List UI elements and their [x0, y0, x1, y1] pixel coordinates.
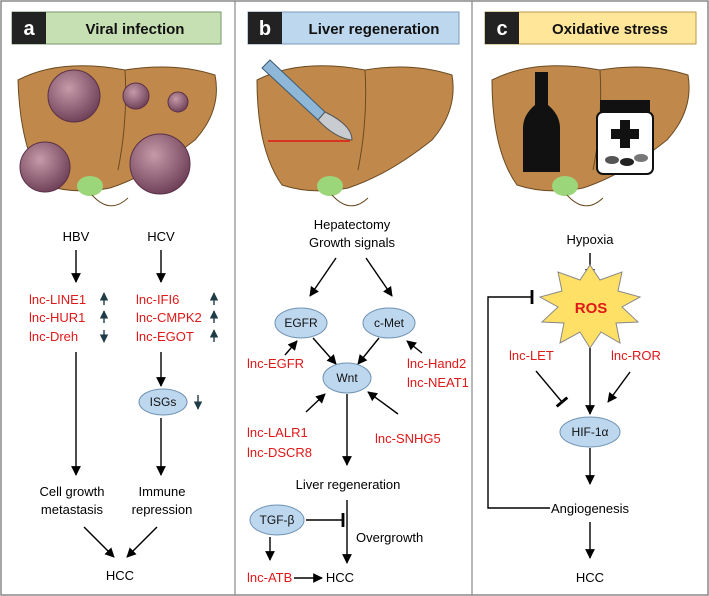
lnc-neat1: lnc-NEAT1 [407, 375, 469, 390]
lnc-line1: lnc-LINE1 [29, 292, 86, 307]
growth-signals-label: Growth signals [309, 235, 395, 250]
tgfb-node [249, 504, 305, 536]
hcc-a: HCC [106, 568, 134, 583]
panel-b-title: Liver regeneration [309, 21, 440, 38]
lnc-ifi6: lnc-IFI6 [136, 292, 179, 307]
hif-node [559, 416, 621, 448]
lnc-atb: lnc-ATB [247, 570, 292, 585]
isgs-node [138, 388, 188, 416]
lnc-cmpk2: lnc-CMPK2 [136, 310, 202, 325]
lnc-hand2: lnc-Hand2 [407, 356, 466, 371]
virus-particles [19, 69, 191, 195]
panel-a: a Viral infection HBV HCV lnc-LINE1 lnc-… [11, 11, 222, 583]
cell-growth-line2: metastasis [41, 502, 104, 517]
hepatectomy-label: Hepatectomy [314, 217, 391, 232]
panel-b-letter-box [248, 12, 282, 44]
egfr-node [274, 307, 328, 339]
cmet-label: c-Met [374, 316, 405, 330]
egfr-label: EGFR [284, 316, 318, 330]
lnc-lalr1: lnc-LALR1 [247, 425, 308, 440]
panel-b-header-bg [247, 11, 460, 45]
panel-c-title: Oxidative stress [552, 21, 668, 38]
immune-line2: repression [132, 502, 193, 517]
hcc-b: HCC [326, 570, 354, 585]
wnt-node [322, 362, 372, 394]
panel-c-header-bg [484, 11, 697, 45]
hif-label: HIF-1α [572, 425, 609, 439]
lnc-ror: lnc-ROR [611, 348, 661, 363]
scalpel-icon [261, 59, 353, 141]
lnc-egfr: lnc-EGFR [247, 356, 304, 371]
panel-c-letter-box [485, 12, 519, 44]
lnc-dscr8: lnc-DSCR8 [247, 445, 312, 460]
liver-regeneration-label: Liver regeneration [296, 477, 401, 492]
liver-illustration-c [491, 65, 690, 207]
panel-c-letter: c [496, 18, 507, 40]
panel-b-letter: b [259, 18, 271, 40]
lnc-snhg5: lnc-SNHG5 [375, 431, 441, 446]
overgrowth-label: Overgrowth [356, 530, 423, 545]
lnc-let: lnc-LET [509, 348, 554, 363]
panel-c: c Oxidative stress Hypoxia ROS lnc-LET l… [484, 11, 697, 585]
bottle-icon [523, 72, 560, 172]
panel-a-letter-box [12, 12, 46, 44]
lnc-egot: lnc-EGOT [136, 329, 194, 344]
ros-label: ROS [575, 300, 608, 317]
feedback-loop [487, 290, 550, 509]
hcv-label: HCV [147, 229, 175, 244]
panel-a-title: Viral infection [86, 21, 185, 38]
angiogenesis-label: Angiogenesis [551, 501, 630, 516]
lnc-hur1: lnc-HUR1 [29, 310, 85, 325]
hypoxia-label: Hypoxia [567, 232, 615, 247]
panel-a-letter: a [23, 18, 35, 40]
isgs-label: ISGs [150, 395, 177, 409]
panel-b: b Liver regeneration Hepatectomy Growth … [247, 11, 469, 585]
medicine-jar-icon [596, 100, 654, 175]
tgfb-label: TGF-β [260, 513, 295, 527]
cell-growth-line1: Cell growth [39, 484, 104, 499]
wnt-label: Wnt [336, 371, 358, 385]
hcc-c: HCC [576, 570, 604, 585]
immune-line1: Immune [139, 484, 186, 499]
lnc-dreh: lnc-Dreh [29, 329, 78, 344]
cmet-node [362, 307, 416, 339]
panel-a-header-bg [11, 11, 222, 45]
hbv-label: HBV [63, 229, 90, 244]
